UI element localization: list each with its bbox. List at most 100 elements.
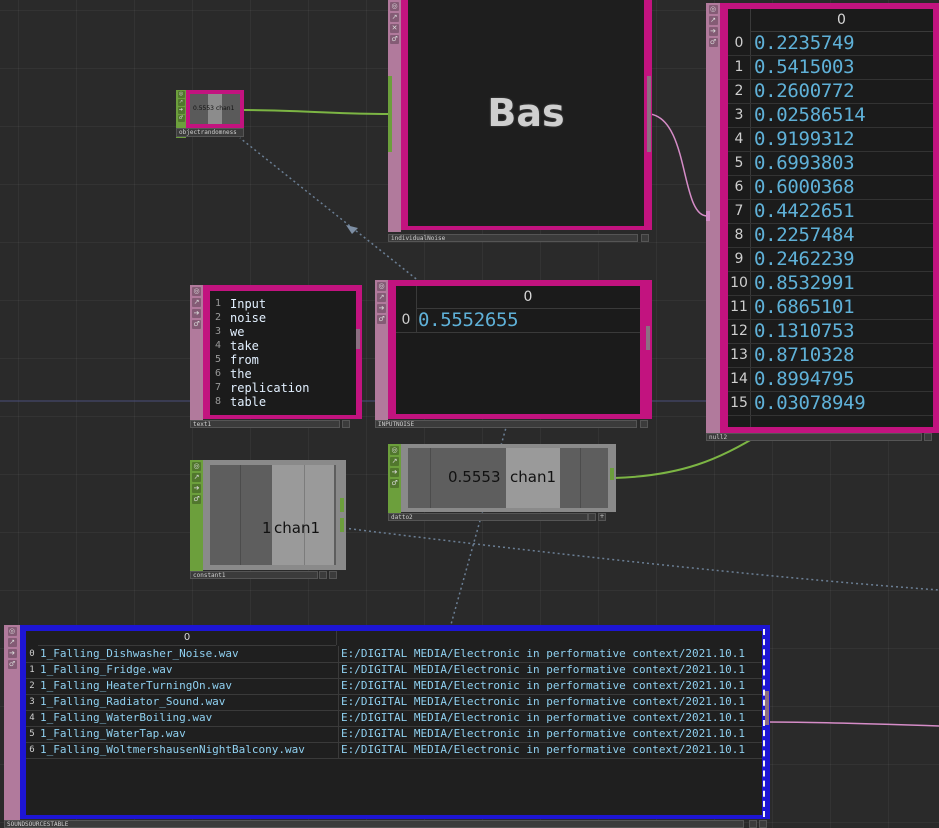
bypass-icon[interactable]: ↗ <box>7 638 17 647</box>
output-connector[interactable] <box>647 76 651 152</box>
file-name-cell: 1_Falling_HeaterTurningOn.wav <box>38 678 339 694</box>
index-column-bg <box>728 9 751 427</box>
output-connector[interactable] <box>340 518 344 532</box>
viewer-icon[interactable]: ◎ <box>7 627 17 636</box>
table-row: 8 0.2257484 <box>728 223 933 248</box>
lock-icon[interactable]: ♂ <box>192 320 201 329</box>
node-name-label[interactable]: SOUNDSOURCESTABLE <box>4 820 744 828</box>
viewer-icon[interactable]: ◎ <box>390 2 399 11</box>
channel-value: 0.5553 <box>193 105 214 112</box>
viewer-icon[interactable]: ◎ <box>192 462 201 471</box>
cook-icon[interactable]: ➔ <box>192 309 201 318</box>
output-connector[interactable] <box>765 691 769 725</box>
output-connector[interactable] <box>356 329 360 349</box>
cook-icon[interactable]: ➔ <box>377 304 386 313</box>
row-value: 0.5415003 <box>754 56 855 78</box>
viewer-toggle[interactable] <box>329 571 337 579</box>
viewer-icon[interactable]: ◎ <box>177 91 185 98</box>
row-value: 0.8710328 <box>754 344 855 366</box>
output-connector[interactable] <box>646 326 650 350</box>
line-text: Input <box>230 297 267 311</box>
row-index: 10 <box>730 275 748 291</box>
row-index: 8 <box>734 227 744 243</box>
row-index: 4 <box>734 131 744 147</box>
cook-icon[interactable]: ➔ <box>192 484 201 493</box>
lock-icon[interactable]: ♂ <box>377 315 386 324</box>
file-name-cell: 1_Falling_Fridge.wav <box>38 662 339 678</box>
row-index: 0 <box>29 649 35 659</box>
node-objectrandomness[interactable]: ◎ ↗ ➔ ♂ 0.5553 chan1 objectrandomness <box>176 90 244 138</box>
bypass-icon[interactable]: ↗ <box>390 13 399 22</box>
node-inputnoise[interactable]: ◎ ↗ ➔ ♂ 0 0 0.5552655 INPUTNOISE <box>375 280 652 429</box>
node-name-label[interactable]: INPUTNOISE <box>375 420 637 428</box>
viewer-toggle[interactable] <box>588 513 596 521</box>
viewer-icon[interactable]: ◎ <box>390 446 399 455</box>
file-path-cell: E:/DIGITAL MEDIA/Electronic in performat… <box>341 711 745 724</box>
output-connector[interactable] <box>610 468 614 480</box>
output-connector[interactable] <box>340 498 344 512</box>
node-name-label[interactable]: null2 <box>706 433 922 441</box>
node-name-label[interactable]: individualNoise <box>388 234 638 242</box>
node-individualnoise[interactable]: ◎ ↗ ✕ ♂ Bas individualNoise <box>388 0 652 245</box>
node-name-label[interactable]: constant1 <box>190 571 318 579</box>
node-name-label[interactable]: text1 <box>190 420 340 428</box>
viewer-icon[interactable]: ◎ <box>192 287 201 296</box>
file-path-cell: E:/DIGITAL MEDIA/Electronic in performat… <box>341 663 745 676</box>
node-datto2[interactable]: ◎ ↗ ➔ ♂ 0.5553 chan1 datto2 + <box>388 444 616 522</box>
close-icon[interactable]: ✕ <box>390 24 399 33</box>
viewer-toggle[interactable] <box>924 433 932 441</box>
row-value: 0.2600772 <box>754 80 855 102</box>
viewer-toggle[interactable] <box>749 820 757 828</box>
node-constant1[interactable]: ◎ ↗ ➔ ♂ 1 chan1 constant1 <box>190 460 346 580</box>
bypass-icon[interactable]: ↗ <box>192 473 201 482</box>
cook-icon[interactable]: ➔ <box>708 27 718 36</box>
viewer-toggle[interactable]: + <box>598 513 606 521</box>
cook-icon[interactable]: ➔ <box>177 107 185 114</box>
bypass-icon[interactable]: ↗ <box>377 293 386 302</box>
node-flag-bar: ◎ ↗ ➔ ♂ <box>375 280 388 421</box>
viewer-toggle[interactable] <box>342 420 350 428</box>
wire-objectrandomness-to-individualnoise <box>242 109 390 115</box>
node-flag-bar: ◎ ↗ ➔ ♂ <box>190 460 203 572</box>
viewer-icon[interactable]: ◎ <box>377 282 386 291</box>
lock-icon[interactable]: ♂ <box>390 35 399 44</box>
row-value: 0.2257484 <box>754 224 855 246</box>
input-connector[interactable] <box>706 211 710 221</box>
node-flag-bar: ◎ ↗ ➔ ♂ <box>190 285 203 421</box>
row-index: 2 <box>29 681 35 691</box>
viewer-icon[interactable]: ◎ <box>708 5 718 14</box>
bypass-icon[interactable]: ↗ <box>192 298 201 307</box>
viewer-toggle[interactable] <box>641 234 649 242</box>
reference-arrow <box>346 225 358 234</box>
viewer-toggle[interactable] <box>319 571 327 579</box>
bypass-icon[interactable]: ↗ <box>708 16 718 25</box>
line-number: 5 <box>214 354 222 365</box>
selection-edge <box>763 629 768 817</box>
lock-icon[interactable]: ♂ <box>390 479 399 488</box>
lock-icon[interactable]: ♂ <box>7 660 17 669</box>
bypass-icon[interactable]: ↗ <box>177 99 185 106</box>
lock-icon[interactable]: ♂ <box>177 115 185 122</box>
line-text: we <box>230 325 245 339</box>
input-connector[interactable] <box>388 76 392 152</box>
bypass-icon[interactable]: ↗ <box>390 457 399 466</box>
cook-icon[interactable]: ➔ <box>390 468 399 477</box>
viewer-toggle[interactable] <box>640 420 648 428</box>
lock-icon[interactable]: ♂ <box>192 495 201 504</box>
viewer-toggle[interactable] <box>759 820 767 828</box>
cook-icon[interactable]: ➔ <box>7 649 17 658</box>
node-name-label[interactable]: datto2 <box>388 513 588 521</box>
row-index: 11 <box>730 299 748 315</box>
file-path-cell: E:/DIGITAL MEDIA/Electronic in performat… <box>341 647 745 660</box>
lock-icon[interactable]: ♂ <box>708 38 718 47</box>
node-name-label[interactable]: objectrandomness <box>176 128 244 137</box>
